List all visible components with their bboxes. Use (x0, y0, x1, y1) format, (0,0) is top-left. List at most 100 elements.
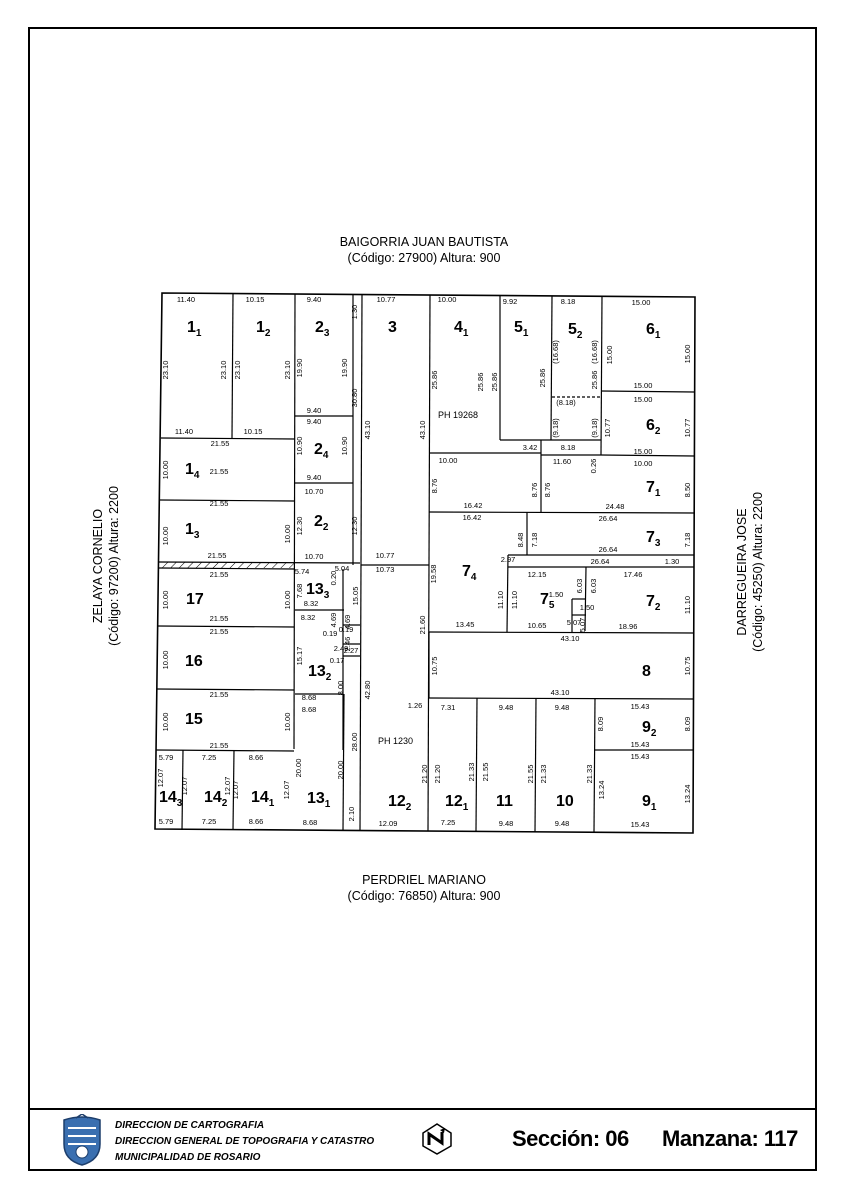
dimension-label: 21.55 (210, 499, 229, 508)
dimension-label: 15.00 (634, 381, 653, 390)
lot-subindex: 3 (194, 530, 200, 541)
dimension-label: 15.43 (631, 702, 650, 711)
dimension-label: 26.64 (599, 545, 618, 554)
block-outline (154, 292, 696, 834)
parcel-line (158, 567, 295, 570)
dimension-label: 12.30 (295, 517, 304, 536)
lot-number: 92 (642, 719, 657, 739)
parcel-line (600, 454, 695, 457)
lot-subindex: 2 (222, 798, 228, 809)
lot-subindex: 2 (655, 426, 661, 437)
lot-number: 91 (642, 793, 657, 813)
dimension-label: 21.55 (526, 765, 535, 784)
dimension-label: 8.50 (683, 483, 692, 498)
hatched-strip (160, 562, 294, 568)
dimension-label: 15.43 (631, 820, 650, 829)
parcel-line (550, 295, 553, 441)
dimension-label: 8.76 (430, 479, 439, 494)
dimension-label: 8.76 (530, 483, 539, 498)
dimension-label: 23.10 (283, 361, 292, 380)
dimension-label: 8.00 (336, 681, 345, 696)
lot-subindex: 3 (655, 538, 661, 549)
lot-subindex: 1 (651, 802, 657, 813)
lot-number: 17 (186, 591, 204, 608)
dimension-label: 26.64 (599, 514, 618, 523)
lot-number: 52 (568, 321, 583, 341)
lot-subindex: 1 (655, 330, 661, 341)
lot-subindex: 2 (577, 330, 583, 341)
dimension-label: 8.32 (301, 613, 316, 622)
lot-number: 15 (185, 711, 203, 728)
dimension-label: 8.66 (249, 817, 264, 826)
dimension-label: 12.07 (156, 769, 165, 788)
street-bottom-code: (Código: 76850) Altura: 900 (347, 889, 501, 903)
lot-subindex: 3 (324, 328, 330, 339)
dimension-label: 43.10 (551, 688, 570, 697)
dimension-label: 13.24 (597, 781, 606, 800)
dimension-label: 1.50 (549, 590, 564, 599)
dimension-label: 25.86 (490, 373, 499, 392)
dimension-label: 15.00 (632, 298, 651, 307)
dimension-label: 8.68 (302, 693, 317, 702)
lot-number: 51 (514, 319, 529, 339)
dimension-label: 21.55 (208, 551, 227, 560)
lot-number: 11 (187, 319, 202, 339)
dimension-label: 10.00 (283, 591, 292, 610)
dimension-label: 21.55 (210, 467, 229, 476)
dimension-label: 8.09 (596, 717, 605, 732)
dimension-label: 9.40 (307, 406, 322, 415)
lot-number: 12 (256, 319, 271, 339)
dimension-label: 15.43 (631, 752, 650, 761)
dimension-label: 10.00 (161, 651, 170, 670)
dimension-label: 8.32 (304, 599, 319, 608)
parcel-line (293, 293, 296, 750)
dimension-label: 12.30 (350, 517, 359, 536)
lot-number: 22 (314, 513, 329, 533)
dimension-label: 10.75 (683, 657, 692, 676)
dimension-label: 25.86 (430, 371, 439, 390)
parcel-line (156, 688, 295, 691)
dimension-label: 23.10 (219, 361, 228, 380)
dimension-label: 10.00 (634, 459, 653, 468)
lot-number: 121 (445, 793, 469, 813)
dimension-label: 21.33 (585, 765, 594, 784)
dimension-label: 9.40 (307, 295, 322, 304)
dimension-label: 9.48 (555, 703, 570, 712)
dimension-label: 21.55 (210, 570, 229, 579)
rosario-coat-of-arms-icon (63, 1114, 101, 1166)
lot-number: 16 (185, 653, 203, 670)
dimension-label: 9.92 (503, 297, 518, 306)
dimension-label: 0.20 (329, 571, 338, 586)
parcel-line (232, 749, 235, 831)
lot-number: 23 (315, 319, 330, 339)
parcel-boundaries (154, 292, 696, 834)
dimension-label: 11.40 (177, 295, 195, 304)
lot-number: 13 (185, 521, 200, 541)
dimension-label: 19.90 (340, 359, 349, 378)
dimension-label: 9.40 (307, 473, 322, 482)
parcel-line (600, 295, 603, 456)
dimension-label: 2.46 (343, 637, 352, 652)
dimension-label: 5.74 (295, 567, 310, 576)
dimension-label: 6.03 (589, 579, 598, 594)
dimension-label: 10.77 (603, 419, 612, 438)
dimension-label: (16.68) (551, 340, 560, 364)
footer-line: DIRECCION DE CARTOGRAFIA (115, 1120, 265, 1131)
dimension-label: 10.00 (439, 456, 458, 465)
lot-subindex: 1 (655, 488, 661, 499)
lot-number: 14 (185, 461, 200, 481)
dimension-label: (9.18) (590, 418, 599, 438)
parcel-line (506, 554, 509, 633)
dimension-label: 10.90 (295, 437, 304, 456)
parcel-line (231, 293, 234, 439)
parcel-line (427, 294, 431, 832)
lot-subindex: 5 (549, 600, 555, 611)
dimension-label: 18.96 (619, 622, 638, 631)
dimension-label: 43.10 (363, 421, 372, 440)
dimension-label: 20.00 (294, 759, 303, 778)
footer-line: DIRECCION GENERAL DE TOPOGRAFIA Y CATAST… (115, 1136, 375, 1147)
lot-number: 133 (306, 581, 330, 601)
dimension-label: 12.07 (180, 777, 189, 796)
